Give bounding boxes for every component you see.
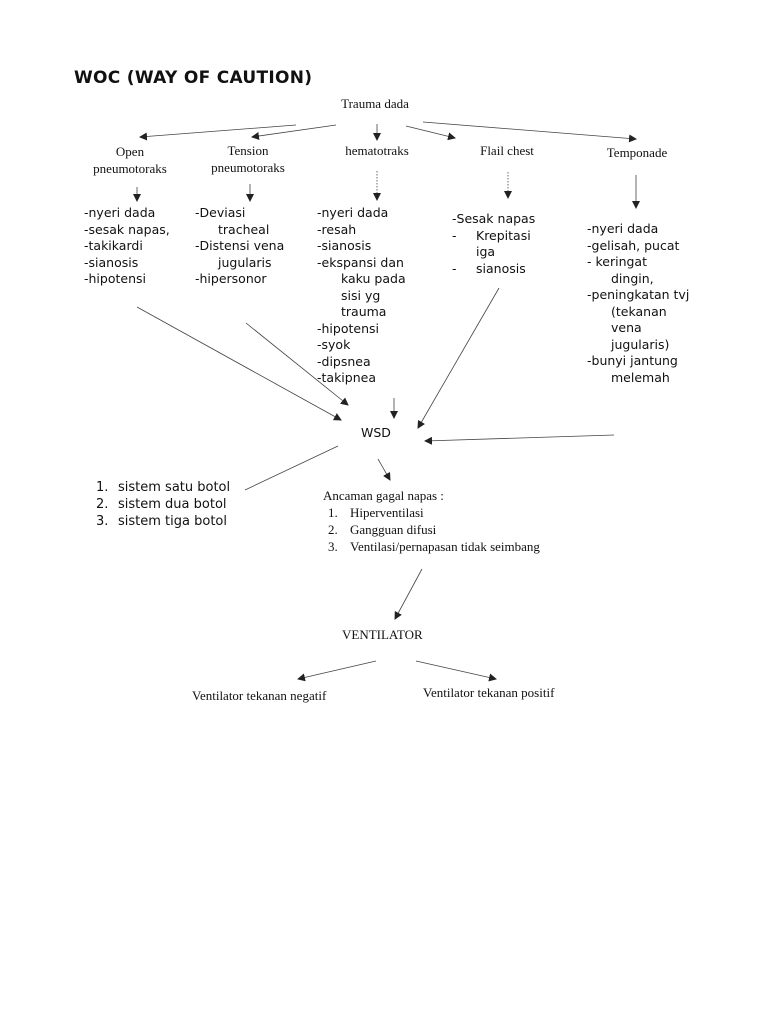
symptom-item: -peningkatan tvj	[587, 287, 690, 302]
symptom-item: sisi yg	[341, 287, 381, 303]
symptom-item: -sianosis	[452, 260, 526, 276]
symptom-item: -ekspansi dan	[317, 254, 404, 270]
symptom-item: -sianosis	[84, 254, 139, 270]
arrow-root-temponade	[422, 121, 637, 143]
arrow-open-wsd	[136, 306, 342, 421]
list-item: 2.sistem dua botol	[96, 497, 227, 512]
threat-list: 1.Hiperventilasi 2.Gangguan difusi 3.Ven…	[328, 504, 540, 555]
arrow-root-open	[139, 124, 297, 141]
wsd-systems-list: 1.sistem satu botol 2.sistem dua botol 3…	[96, 479, 230, 530]
root-node: Trauma dada	[300, 96, 450, 113]
cause-open-line1: Open	[115, 144, 145, 159]
symptoms-temponade: -nyeri dada -gelisah, pucat - keringat d…	[587, 221, 689, 386]
cause-hematotraks: hematotraks	[322, 143, 432, 160]
symptoms-flail: -Sesak napas -Krepitasi iga -sianosis	[452, 211, 535, 277]
list-item: 1.Hiperventilasi	[328, 505, 424, 520]
arrow-flail-wsd	[417, 287, 500, 429]
wsd-node: WSD	[361, 425, 391, 440]
symptom-item: -hipotensi	[317, 320, 379, 336]
ventilator-negative: Ventilator tekanan negatif	[192, 688, 327, 703]
list-item: 3.Ventilasi/pernapasan tidak seimbang	[328, 539, 540, 554]
symptom-item: -hipotensi	[84, 271, 146, 286]
root-node-label: Trauma dada	[341, 96, 409, 111]
symptom-item: -gelisah, pucat	[587, 237, 680, 253]
cause-flail-chest: Flail chest	[452, 143, 562, 160]
symptom-item: -nyeri dada	[84, 205, 156, 220]
cause-tension-line2: pneumotoraks	[211, 159, 285, 175]
arrow-ventilator-negative	[297, 660, 377, 682]
symptom-item: -sesak napas,	[84, 221, 170, 237]
ventilator-positive: Ventilator tekanan positif	[423, 685, 555, 700]
symptom-item: -Deviasi	[195, 205, 246, 220]
arrow-temponade-wsd	[424, 434, 615, 445]
symptom-item: -Distensi vena	[195, 238, 285, 253]
ventilator-node: VENTILATOR	[342, 627, 423, 642]
threat-heading: Ancaman gagal napas :	[323, 488, 444, 503]
symptom-item: -nyeri dada	[317, 205, 389, 220]
symptom-item: -hipersonor	[195, 271, 267, 286]
arrow-root-tension	[251, 124, 337, 140]
cause-open-pneumotoraks: Open pneumotoraks	[70, 144, 190, 177]
arrow-threat-ventilator	[394, 568, 423, 620]
list-item: 2.Gangguan difusi	[328, 522, 437, 537]
symptom-item: trauma	[341, 304, 387, 319]
symptom-item: jugularis)	[611, 336, 670, 352]
arrow-ventilator-positive	[415, 660, 497, 682]
list-item: 1.sistem satu botol	[96, 480, 231, 495]
symptom-item: jugularis	[218, 254, 272, 270]
cause-hemato-line1: hematotraks	[345, 143, 409, 158]
symptom-item: vena	[611, 320, 642, 335]
symptom-item: - keringat	[587, 254, 647, 269]
cause-temponade: Temponade	[582, 145, 692, 162]
symptom-item: -bunyi jantung	[587, 353, 678, 368]
symptom-item: -Krepitasi	[452, 227, 531, 243]
symptom-item: (tekanan	[611, 303, 667, 319]
symptom-item: iga	[476, 244, 496, 259]
symptom-item: -nyeri dada	[587, 221, 659, 236]
symptom-item: tracheal	[218, 221, 270, 237]
symptom-item: kaku pada	[341, 271, 406, 286]
page-title: WOC (WAY OF CAUTION)	[74, 68, 313, 88]
symptom-item: -sianosis	[317, 238, 372, 253]
symptoms-open: -nyeri dada -sesak napas, -takikardi -si…	[84, 205, 170, 288]
list-item: 3.sistem tiga botol	[96, 514, 227, 529]
symptom-item: -resah	[317, 221, 357, 237]
symptoms-hemato: -nyeri dada -resah -sianosis -ekspansi d…	[317, 205, 406, 387]
cause-flail-line1: Flail chest	[480, 143, 534, 158]
symptom-item: -takipnea	[317, 370, 376, 385]
line-wsd-systems	[244, 445, 339, 491]
symptoms-tension: -Deviasi tracheal -Distensi vena jugular…	[195, 205, 284, 288]
cause-open-line2: pneumotoraks	[93, 160, 167, 176]
arrow-root-flail	[405, 125, 456, 141]
symptom-item: -Sesak napas	[452, 211, 536, 226]
symptom-item: -dipsnea	[317, 353, 371, 369]
arrow-wsd-threat	[377, 458, 391, 481]
symptom-item: dingin,	[611, 270, 654, 286]
cause-tension-line1: Tension	[227, 143, 269, 158]
cause-tension-pneumotoraks: Tension pneumotoraks	[186, 143, 310, 176]
symptom-item: melemah	[611, 369, 670, 385]
arrow-tension-wsd	[245, 322, 349, 406]
cause-temponade-line1: Temponade	[606, 145, 668, 160]
symptom-item: -takikardi	[84, 238, 143, 253]
symptom-item: -syok	[317, 337, 351, 352]
